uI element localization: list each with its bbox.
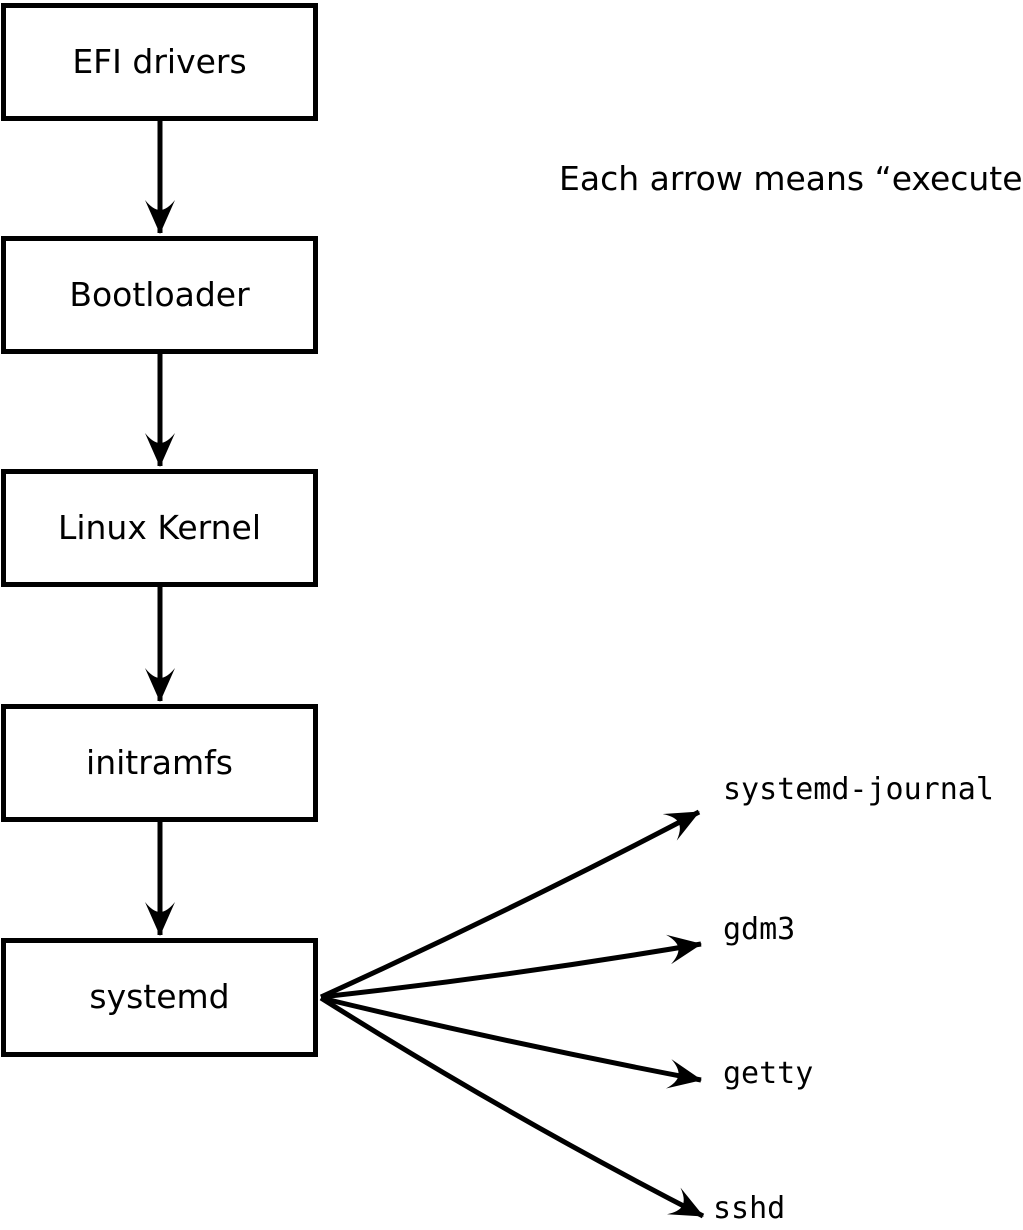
node-linux-kernel: Linux Kernel <box>1 469 318 587</box>
node-bootloader-label: Bootloader <box>69 274 250 314</box>
node-systemd: systemd <box>1 938 318 1057</box>
label-getty: getty <box>723 1056 814 1091</box>
legend-note: Each arrow means “executes”. <box>559 159 1023 198</box>
label-gdm3: gdm3 <box>723 912 796 947</box>
arrow-systemd-to-getty <box>320 995 702 1089</box>
arrow-systemd-to-gdm3 <box>320 934 702 1000</box>
node-initramfs-label: initramfs <box>86 742 233 782</box>
arrow-systemd-to-sshd <box>319 995 705 1219</box>
node-initramfs: initramfs <box>1 704 318 822</box>
label-sshd: sshd <box>713 1191 786 1226</box>
node-efi-drivers: EFI drivers <box>1 3 318 121</box>
label-systemd-journal: systemd-journal <box>723 772 994 807</box>
node-systemd-label: systemd <box>89 977 230 1017</box>
node-bootloader: Bootloader <box>1 236 318 354</box>
arrow-systemd-to-systemd-journal <box>319 809 701 1000</box>
node-efi-drivers-label: EFI drivers <box>72 41 247 81</box>
node-linux-kernel-label: Linux Kernel <box>57 507 262 547</box>
